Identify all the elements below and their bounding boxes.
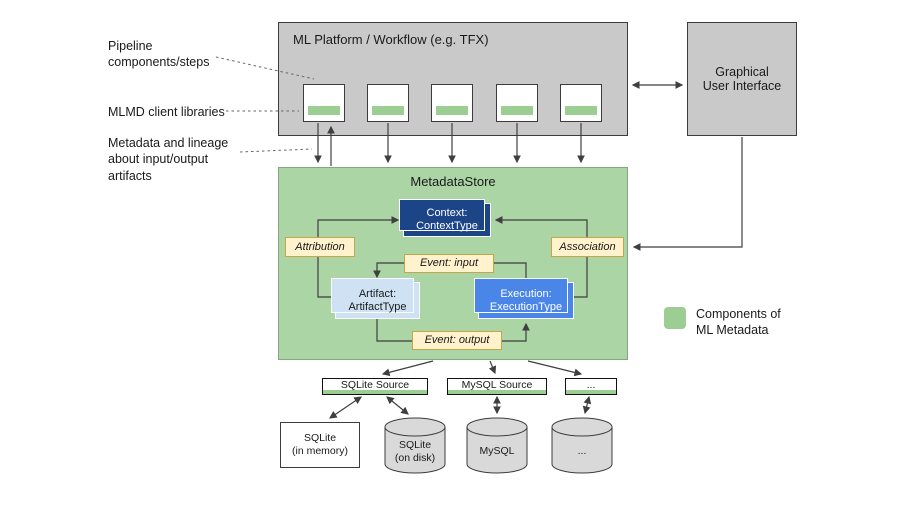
source-green-bar [448,390,546,394]
annotation-mlmd-client-libraries: MLMD client libraries [108,105,225,119]
metadata-store-title: MetadataStore [410,174,496,189]
source-green-bar [323,390,427,394]
pipeline-component [303,84,345,122]
context-node: Context: ContextType [399,199,491,237]
legend-green-swatch [664,307,686,329]
sqlite-disk-label: SQLite (on disk) [394,439,436,464]
mlmd-client-library-bar [501,106,533,115]
gui-store-arrow [632,137,743,251]
legend-label: Components of ML Metadata [696,307,781,338]
ml-platform-title: ML Platform / Workflow (e.g. TFX) [293,32,489,47]
pipeline-component [496,84,538,122]
sqlite-memory-node: SQLite (in memory) [280,422,360,468]
store-source-arrows [381,360,583,377]
annotation-pipeline-components: Pipeline components/steps [108,39,210,70]
other-storage-label: ... [577,445,587,457]
execution-node: Execution: ExecutionType [474,278,574,319]
mlmd-client-library-bar [436,106,468,115]
sqlite-source-label: SQLite Source [340,379,410,391]
pipeline-component [367,84,409,122]
mysql-label: MySQL [479,445,515,457]
mysql-cylinder: MySQL [466,417,528,475]
source-green-bar [566,390,616,394]
sqlite-source-node: SQLite Source [322,378,428,395]
pipeline-component [431,84,473,122]
other-source-label: ... [586,379,596,391]
gui-panel: Graphical User Interface [687,22,797,136]
association-node: Association [551,237,624,257]
source-storage-arrows [329,395,592,419]
pipeline-component [560,84,602,122]
annotation-metadata-lineage: Metadata and lineage about input/output … [108,136,229,183]
event-input-node: Event: input [404,254,494,273]
artifact-node: Artifact: ArtifactType [331,278,420,319]
sqlite-disk-cylinder: SQLite (on disk) [384,417,446,475]
mlmd-client-library-bar [565,106,597,115]
attribution-node: Attribution [285,237,355,257]
mlmd-client-library-bar [308,106,340,115]
event-output-node: Event: output [412,331,502,350]
mysql-source-node: MySQL Source [447,378,547,395]
mlmd-client-library-bar [372,106,404,115]
other-source-node: ... [565,378,617,395]
mysql-source-label: MySQL Source [461,379,533,391]
other-cylinder: ... [551,417,613,475]
